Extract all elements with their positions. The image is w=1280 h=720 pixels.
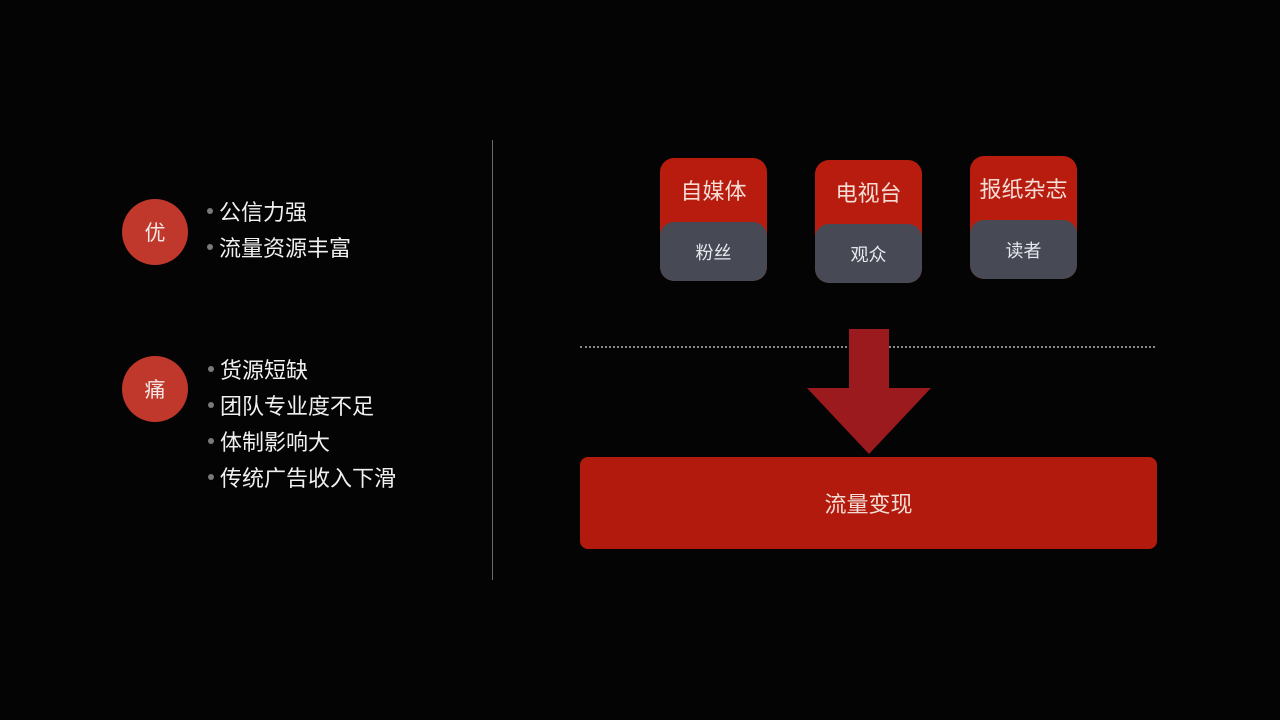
bullet-icon	[207, 208, 213, 214]
bullet-icon	[208, 438, 214, 444]
pain-list: 货源短缺 团队专业度不足 体制影响大 传统广告收入下滑	[208, 351, 396, 495]
list-item: 团队专业度不足	[208, 387, 396, 423]
list-item: 传统广告收入下滑	[208, 459, 396, 495]
card-self-media: 自媒体 粉丝	[660, 158, 767, 281]
down-arrow-icon	[807, 329, 931, 454]
bullet-icon	[207, 244, 213, 250]
vertical-divider	[492, 140, 493, 580]
advantage-list: 公信力强 流量资源丰富	[207, 193, 351, 265]
advantage-badge-label: 优	[144, 221, 166, 245]
card-title: 电视台	[835, 182, 902, 207]
bullet-icon	[208, 474, 214, 480]
list-item: 公信力强	[207, 193, 351, 229]
bullet-icon	[208, 402, 214, 408]
pain-badge: 痛	[122, 356, 188, 422]
card-tv-station: 电视台 观众	[815, 160, 922, 283]
pain-badge-label: 痛	[144, 378, 166, 402]
list-item: 流量资源丰富	[207, 229, 351, 265]
card-title: 报纸杂志	[979, 178, 1068, 203]
result-box: 流量变现	[580, 457, 1157, 549]
card-title: 自媒体	[680, 180, 747, 205]
card-subtitle: 观众	[815, 224, 922, 283]
card-subtitle: 粉丝	[660, 222, 767, 281]
advantage-badge: 优	[122, 199, 188, 265]
card-subtitle: 读者	[970, 220, 1077, 279]
list-item: 货源短缺	[208, 351, 396, 387]
bullet-icon	[208, 366, 214, 372]
list-item: 体制影响大	[208, 423, 396, 459]
result-label: 流量变现	[824, 493, 913, 518]
card-newspaper-magazine: 报纸杂志 读者	[970, 156, 1077, 279]
